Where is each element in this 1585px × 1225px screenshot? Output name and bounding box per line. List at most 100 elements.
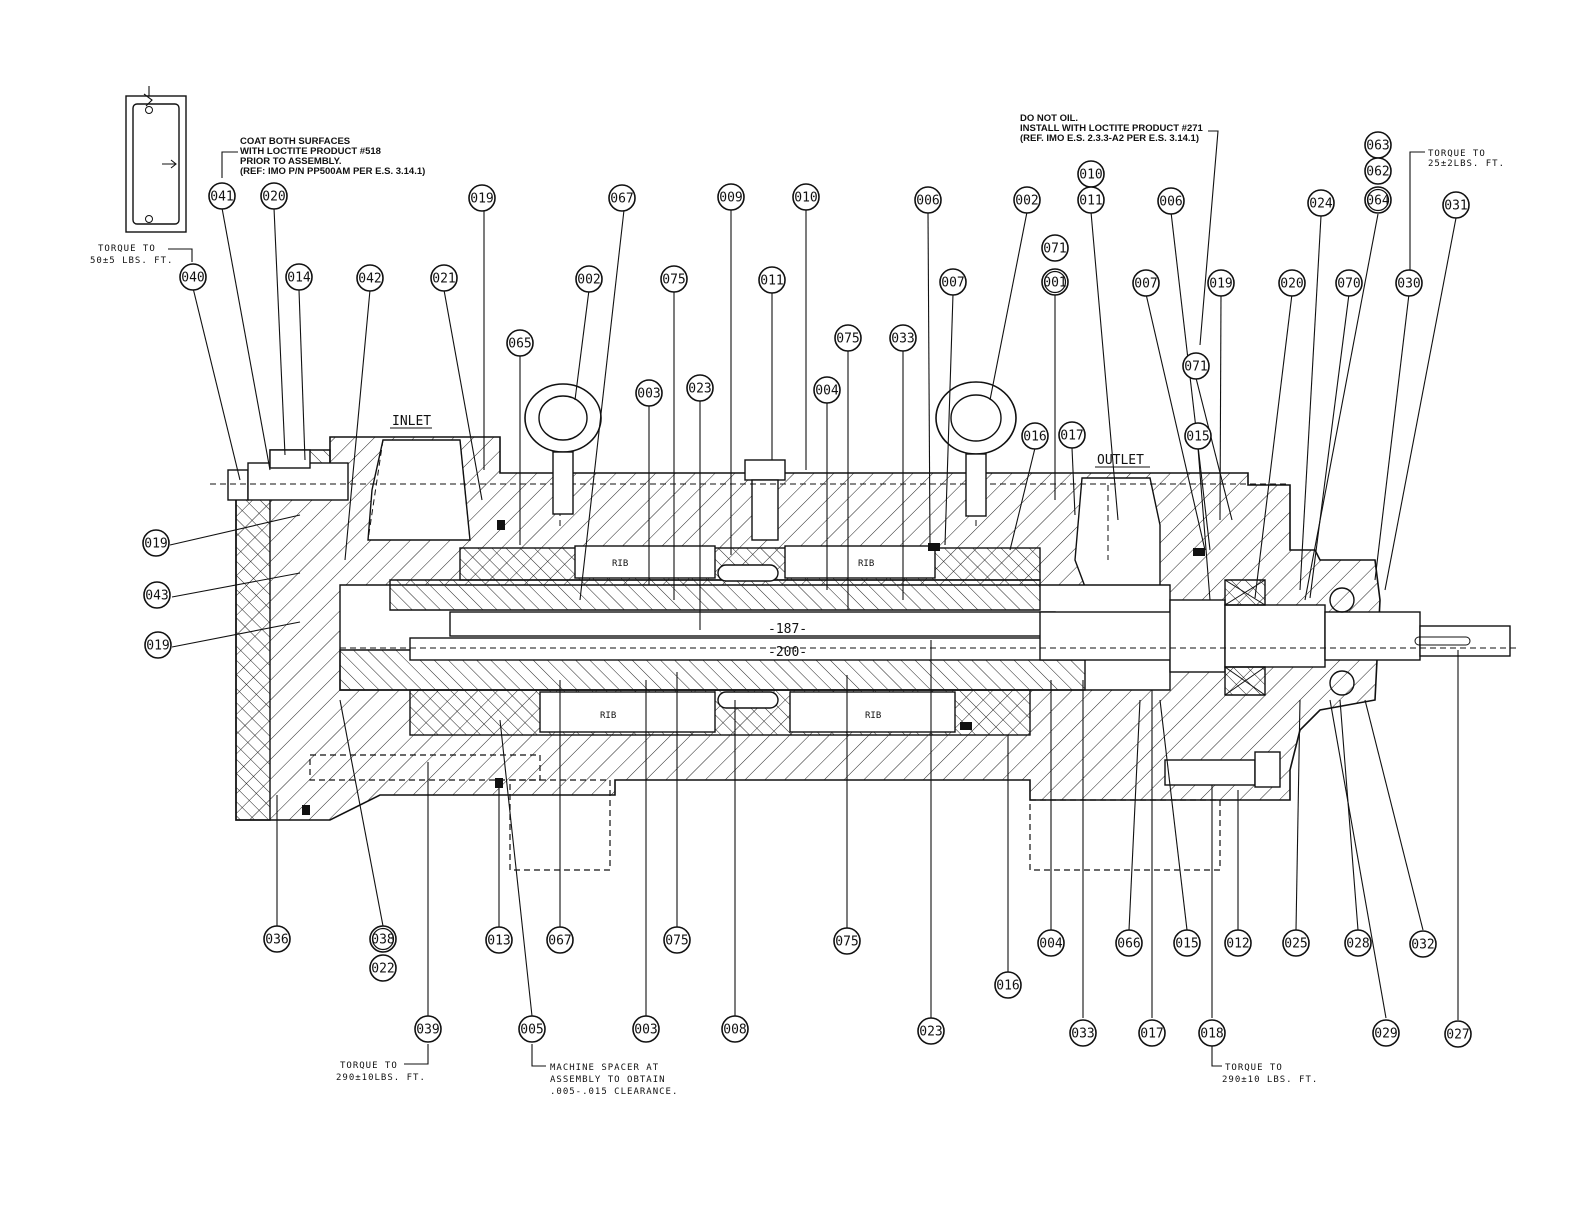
- balloon-024: 024: [1307, 189, 1335, 217]
- svg-text:PRIOR TO ASSEMBLY.: PRIOR TO ASSEMBLY.: [240, 156, 342, 167]
- balloon-number: 041: [210, 190, 233, 205]
- balloon-number: 067: [548, 934, 571, 949]
- balloon-number: 023: [919, 1025, 942, 1040]
- balloon-number: 007: [1134, 277, 1157, 292]
- note-spacer-005: MACHINE SPACER AT ASSEMBLY TO OBTAIN .00…: [531, 1044, 678, 1097]
- balloon-number: 023: [688, 382, 711, 397]
- balloon-number: 016: [996, 979, 1019, 994]
- balloon-number: 036: [265, 933, 288, 948]
- leader-lines: [169, 207, 1459, 1020]
- balloon-013: 013: [485, 926, 513, 954]
- balloon-033: 033: [1069, 1019, 1097, 1047]
- svg-text:.005-.015 CLEARANCE.: .005-.015 CLEARANCE.: [550, 1087, 678, 1097]
- balloon-number: 040: [181, 271, 204, 286]
- balloon-number: 015: [1186, 430, 1209, 445]
- balloon-number: 031: [1444, 199, 1467, 214]
- balloon-075: 075: [834, 324, 862, 352]
- balloon-016: 016: [994, 971, 1022, 999]
- balloon-020: 020: [260, 182, 288, 210]
- balloon-012: 012: [1224, 929, 1252, 957]
- balloon-039: 039: [414, 1015, 442, 1043]
- svg-text:(REF: IMO P/N PP500AM PER E.S: (REF: IMO P/N PP500AM PER E.S. 3.14.1): [240, 166, 425, 177]
- balloon-number: 043: [145, 589, 168, 604]
- svg-text:25±2LBS. FT.: 25±2LBS. FT.: [1428, 159, 1505, 169]
- balloon-number: 067: [610, 192, 633, 207]
- balloon-number: 015: [1175, 937, 1198, 952]
- balloon-041: 041: [208, 182, 236, 210]
- balloon-022: 022: [369, 954, 397, 982]
- balloon-number: 003: [637, 387, 660, 402]
- balloon-009: 009: [717, 183, 745, 211]
- balloon-number: 030: [1397, 277, 1420, 292]
- note-torque-039: TORQUE TO 290±10LBS. FT.: [336, 1044, 429, 1083]
- balloon-075: 075: [663, 926, 691, 954]
- svg-text:TORQUE TO: TORQUE TO: [98, 244, 156, 254]
- balloon-004: 004: [813, 376, 841, 404]
- balloon-010: 010: [792, 183, 820, 211]
- balloon-003: 003: [635, 379, 663, 407]
- balloon-number: 033: [1071, 1027, 1094, 1042]
- balloon-number: 006: [916, 194, 939, 209]
- balloon-number: 028: [1346, 937, 1369, 952]
- balloon-002: 002: [575, 265, 603, 293]
- balloon-019: 019: [468, 184, 496, 212]
- balloon-029: 029: [1372, 1019, 1400, 1047]
- balloon-number: 005: [520, 1023, 543, 1038]
- svg-text:TORQUE TO: TORQUE TO: [1428, 149, 1486, 159]
- rib-label: RIB: [865, 711, 881, 721]
- outlet-label: OUTLET: [1097, 453, 1144, 468]
- svg-text:INSTALL WITH LOCTITE PRODUCT #: INSTALL WITH LOCTITE PRODUCT #271: [1020, 123, 1204, 134]
- svg-text:TORQUE TO: TORQUE TO: [340, 1061, 398, 1071]
- balloon-number: 064: [1366, 194, 1390, 209]
- balloon-number: 066: [1117, 937, 1140, 952]
- balloon-number: 024: [1309, 197, 1333, 212]
- balloon-019: 019: [142, 529, 170, 557]
- balloon-number: 008: [723, 1023, 746, 1038]
- balloon-003: 003: [632, 1015, 660, 1043]
- balloon-number: 070: [1337, 277, 1360, 292]
- balloon-number: 062: [1366, 165, 1389, 180]
- balloon-number: 020: [262, 190, 285, 205]
- balloon-030: 030: [1395, 269, 1423, 297]
- balloon-019: 019: [144, 631, 172, 659]
- balloon-015: 015: [1173, 929, 1201, 957]
- balloon-number: 075: [835, 935, 858, 950]
- balloon-015: 015: [1184, 422, 1212, 450]
- dimension-200: -200-: [768, 645, 807, 660]
- balloon-075: 075: [660, 265, 688, 293]
- balloon-071: 071: [1182, 352, 1210, 380]
- balloon-number: 022: [371, 962, 394, 977]
- balloon-006: 006: [1157, 187, 1185, 215]
- balloon-067: 067: [608, 184, 636, 212]
- balloon-031: 031: [1442, 191, 1470, 219]
- balloon-number: 021: [432, 272, 455, 287]
- balloon-002: 002: [1013, 186, 1041, 214]
- balloon-063: 063: [1364, 131, 1392, 159]
- eyebolt-002-left: [524, 383, 602, 515]
- balloon-number: 033: [891, 332, 914, 347]
- balloon-064: 064: [1364, 186, 1392, 214]
- balloon-number: 004: [815, 384, 839, 399]
- dimension-187: -187-: [768, 622, 807, 637]
- note-loctite-271: DO NOT OIL. INSTALL WITH LOCTITE PRODUCT…: [1020, 113, 1219, 346]
- svg-text:(REF. IMO E.S. 2.3.3-A2 PER E.: (REF. IMO E.S. 2.3.3-A2 PER E.S. 3.14.1): [1020, 133, 1199, 144]
- balloon-number: 017: [1140, 1027, 1163, 1042]
- balloon-010: 010: [1077, 160, 1105, 188]
- balloon-008: 008: [721, 1015, 749, 1043]
- balloon-001: 001: [1041, 268, 1069, 296]
- svg-text:TORQUE TO: TORQUE TO: [1225, 1063, 1283, 1073]
- inset-gasket-detail: [125, 86, 187, 233]
- balloon-number: 075: [836, 332, 859, 347]
- balloon-number: 063: [1366, 139, 1389, 154]
- balloon-032: 032: [1409, 930, 1437, 958]
- pump-housing: [210, 400, 1520, 871]
- balloon-023: 023: [917, 1017, 945, 1045]
- section-labels: INLET OUTLET RIB RIB RIB RIB -187- -200-: [390, 414, 1150, 721]
- rib-label: RIB: [612, 559, 628, 569]
- svg-text:COAT BOTH SURFACES: COAT BOTH SURFACES: [240, 136, 350, 147]
- balloon-071: 071: [1041, 234, 1069, 262]
- balloon-number: 013: [487, 934, 510, 949]
- balloon-number: 014: [287, 271, 311, 286]
- balloon-number: 012: [1226, 937, 1249, 952]
